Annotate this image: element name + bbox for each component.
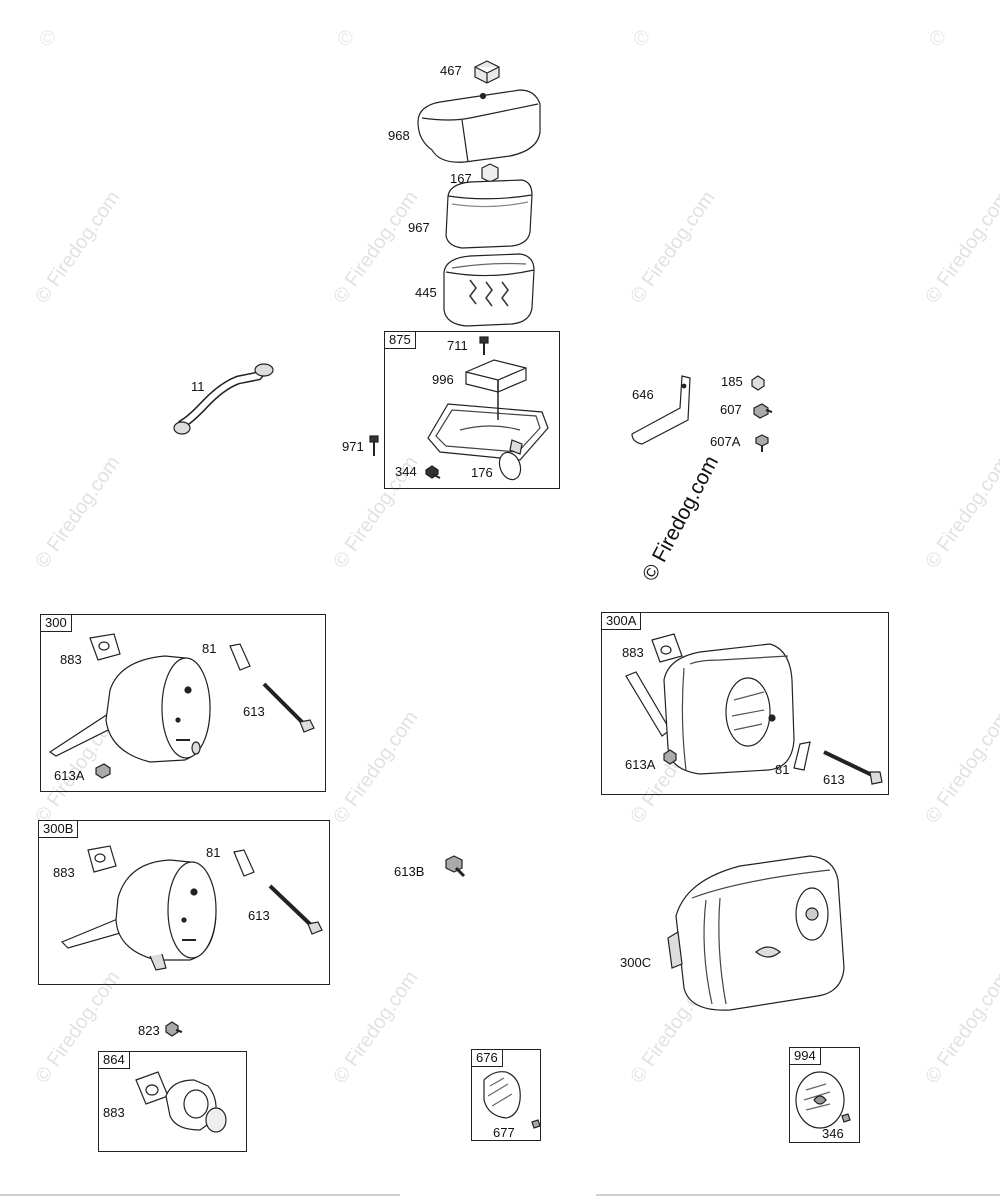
watermark-symbol: © (40, 28, 55, 50)
part-445-filter (443, 253, 535, 327)
callout-677: 677 (493, 1125, 515, 1140)
part-996-block (465, 359, 527, 393)
part-864-flange (135, 1071, 227, 1133)
callout-864-883: 883 (103, 1105, 125, 1120)
part-300b-muffler (60, 845, 217, 971)
part-167-nut (481, 163, 499, 183)
callout-967: 967 (408, 220, 430, 235)
part-711-screw (479, 336, 489, 355)
callout-300-883: 883 (60, 652, 82, 667)
callout-300b-81: 81 (206, 845, 221, 860)
group-864-label: 864 (98, 1051, 130, 1069)
part-300a-muffler (625, 633, 795, 775)
part-875-base (427, 380, 549, 461)
group-300b-label: 300B (38, 820, 79, 838)
callout-346: 346 (822, 1126, 844, 1141)
callout-300-81: 81 (202, 641, 217, 656)
group-300a-box: 300A (601, 612, 889, 795)
callout-300a-613a: 613A (625, 757, 656, 772)
group-300b-box: 300B (38, 820, 330, 985)
callout-300-613a: 613A (54, 768, 85, 783)
part-300b-613-bolt (268, 884, 323, 935)
callout-300c: 300C (620, 955, 652, 970)
callout-467: 467 (440, 63, 462, 78)
watermark-symbol: © (930, 28, 945, 50)
part-300a-613a-screw (663, 749, 677, 765)
callout-445: 445 (415, 285, 437, 300)
group-875-box: 875 (384, 331, 560, 489)
part-344-screw (425, 465, 441, 479)
callout-300-613: 613 (243, 704, 265, 719)
part-968-cover (417, 89, 541, 163)
callout-300a-613: 613 (823, 772, 845, 787)
callout-300a-883: 883 (622, 645, 644, 660)
part-300-81-clip (229, 643, 251, 671)
callout-971: 971 (342, 439, 364, 454)
callout-344: 344 (395, 464, 417, 479)
part-300a-613-bolt (823, 750, 883, 785)
part-300b-81-clip (233, 849, 255, 877)
part-300c-muffler (667, 855, 845, 1011)
part-994-shield (795, 1071, 851, 1129)
group-300-label: 300 (40, 614, 72, 632)
part-967-precleaner (445, 179, 533, 249)
part-300-muffler (48, 633, 211, 763)
part-971-screw (369, 435, 379, 456)
part-467-knob (474, 60, 500, 84)
callout-300a-81: 81 (775, 762, 790, 777)
part-607-screw (753, 403, 773, 419)
callout-711: 711 (447, 338, 468, 353)
callout-11: 11 (191, 379, 205, 394)
group-300-box: 300 (40, 614, 326, 792)
part-11-tube (173, 363, 274, 435)
part-185-nut (751, 375, 765, 391)
part-823-screw (165, 1021, 183, 1037)
callout-607a: 607A (710, 434, 741, 449)
callout-300b-883: 883 (53, 865, 75, 880)
callout-996: 996 (432, 372, 454, 387)
group-994-box: 994 (789, 1047, 860, 1143)
group-676-box: 676 (471, 1049, 541, 1141)
part-300-613-bolt (262, 682, 315, 733)
group-994-label: 994 (789, 1047, 821, 1065)
part-676-shield (483, 1071, 541, 1129)
callout-607: 607 (720, 402, 742, 417)
bottom-rule-right (596, 1194, 1000, 1196)
callout-823: 823 (138, 1023, 160, 1038)
bottom-rule-left (0, 1194, 400, 1196)
part-300a-81-clip (793, 741, 811, 771)
group-300a-label: 300A (601, 612, 642, 630)
callout-300b-613: 613 (248, 908, 270, 923)
part-646-bracket (631, 375, 691, 445)
group-864-box: 864 (98, 1051, 247, 1152)
part-613b-screw (445, 855, 466, 878)
callout-167: 167 (450, 171, 472, 186)
watermark-symbol: © (338, 28, 353, 50)
callout-968: 968 (388, 128, 410, 143)
part-300-613a-screw (95, 763, 111, 779)
part-607a-screw (755, 434, 769, 452)
callout-185: 185 (721, 374, 743, 389)
callout-176: 176 (471, 465, 493, 480)
callout-646: 646 (632, 387, 654, 402)
callout-613b: 613B (394, 864, 425, 879)
watermark-symbol: © (634, 28, 649, 50)
group-676-label: 676 (471, 1049, 503, 1067)
group-875-label: 875 (384, 331, 416, 349)
part-176-gasket (498, 451, 522, 481)
